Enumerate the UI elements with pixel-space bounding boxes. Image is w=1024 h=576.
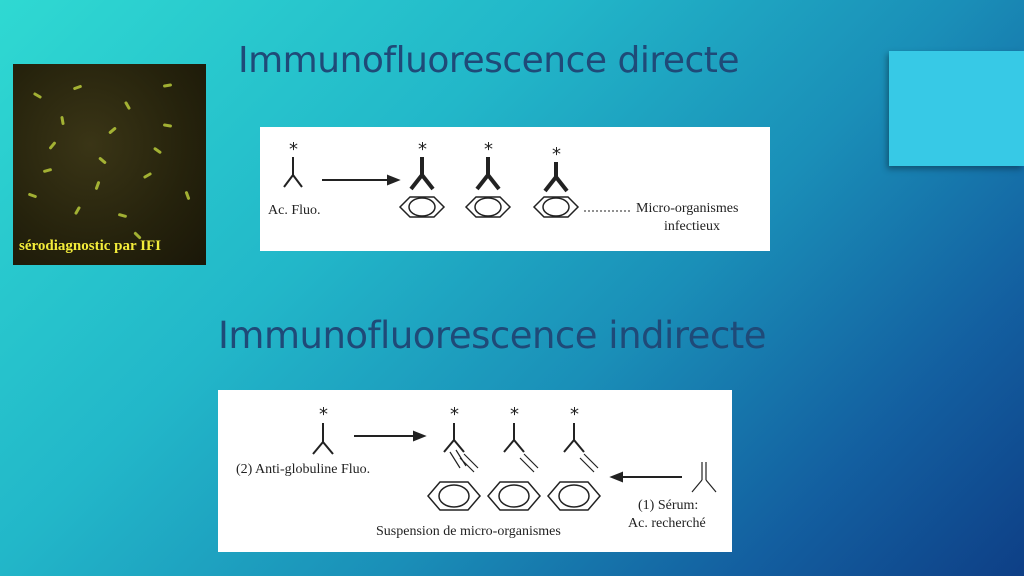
svg-text:*: * xyxy=(289,139,298,160)
microscopy-photo: sérodiagnostic par IFI xyxy=(13,64,206,265)
label-suspension: Suspension de micro-organismes xyxy=(376,524,561,539)
title-direct: Immunofluorescence directe xyxy=(238,40,740,81)
label-ac-fluo: Ac. Fluo. xyxy=(268,203,321,218)
label-serum: (1) Sérum: xyxy=(638,498,699,513)
svg-text:*: * xyxy=(450,404,459,425)
label-anti-globuline: (2) Anti-globuline Fluo. xyxy=(236,462,371,477)
label-infectieux: infectieux xyxy=(664,219,720,234)
photo-caption: sérodiagnostic par IFI xyxy=(19,238,161,254)
svg-text:*: * xyxy=(418,139,427,160)
diagram-indirect-drawing: * * xyxy=(312,404,717,511)
svg-text:*: * xyxy=(510,404,519,425)
diagram-direct-drawing: * * * xyxy=(283,139,632,218)
title-indirect: Immunofluorescence indirecte xyxy=(218,314,767,357)
diagram-indirect: * * xyxy=(218,390,732,552)
accent-square xyxy=(889,51,1024,166)
label-ac-recherche: Ac. recherché xyxy=(628,516,706,531)
svg-text:*: * xyxy=(552,144,561,165)
diagram-direct: * * * xyxy=(260,127,770,251)
svg-text:*: * xyxy=(484,139,493,160)
svg-text:*: * xyxy=(570,404,579,425)
label-micro-organismes: Micro-organismes xyxy=(636,201,739,216)
svg-text:*: * xyxy=(319,404,328,425)
